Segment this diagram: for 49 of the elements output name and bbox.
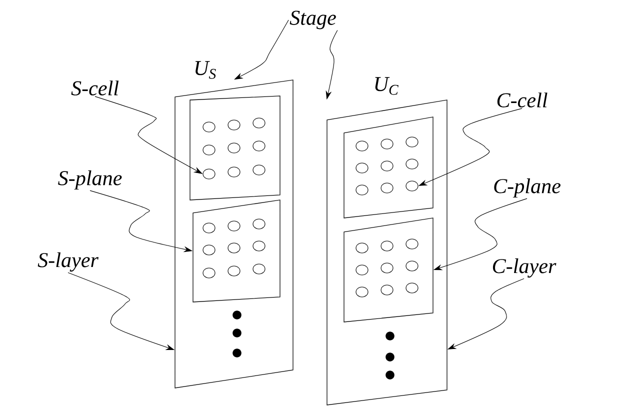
plane-box xyxy=(344,116,434,218)
callout-label: C-layer xyxy=(492,258,556,278)
cell-circle xyxy=(356,184,368,196)
cell-circle xyxy=(252,218,266,230)
callout-label: S-layer xyxy=(38,252,99,272)
cell-circle xyxy=(406,136,418,148)
cell-circle xyxy=(406,260,418,272)
cell-circle xyxy=(202,144,216,156)
plane-box xyxy=(192,200,280,302)
plane-box xyxy=(344,218,434,322)
cell-circle xyxy=(202,222,216,234)
cell-circle xyxy=(202,244,216,256)
cell-circle xyxy=(406,282,418,294)
cell-circle xyxy=(252,240,266,252)
cell-circle xyxy=(202,122,216,132)
cell-circle xyxy=(202,168,216,180)
cell-circle xyxy=(380,284,394,296)
cell-circle xyxy=(356,264,368,276)
layer-label: U$_{S}$ xyxy=(195,61,216,79)
cell-circle xyxy=(228,242,240,254)
cell-circle xyxy=(380,262,394,274)
cell-circle xyxy=(380,160,394,172)
cell-circle xyxy=(380,240,394,252)
cell-circle xyxy=(228,166,240,178)
cell-circle xyxy=(380,182,394,194)
cell-circle xyxy=(228,120,240,130)
cell-circle xyxy=(406,238,418,250)
callout-label: Stage xyxy=(290,10,336,30)
cell-circle xyxy=(228,220,240,232)
plane-box xyxy=(190,96,280,200)
cell-circle xyxy=(356,242,368,254)
cell-circle xyxy=(228,142,240,154)
cell-circle xyxy=(228,266,240,276)
cell-circle xyxy=(406,180,418,192)
cell-circle xyxy=(356,162,368,174)
callout-label: C-cell xyxy=(497,92,548,108)
cell-circle xyxy=(202,268,216,278)
cell-circle xyxy=(406,158,418,170)
callout-label: C-plane xyxy=(494,178,560,198)
cell-circle xyxy=(252,264,266,274)
layer-label: U$_{C}$ xyxy=(375,77,398,95)
cell-circle xyxy=(252,164,266,176)
cell-circle xyxy=(252,118,266,128)
callout-label: S-plane xyxy=(58,170,122,190)
cell-circle xyxy=(356,140,368,152)
cell-circle xyxy=(252,140,266,152)
cell-circle xyxy=(356,286,368,298)
cell-circle xyxy=(380,138,394,150)
callout-label: S-cell xyxy=(71,80,119,96)
